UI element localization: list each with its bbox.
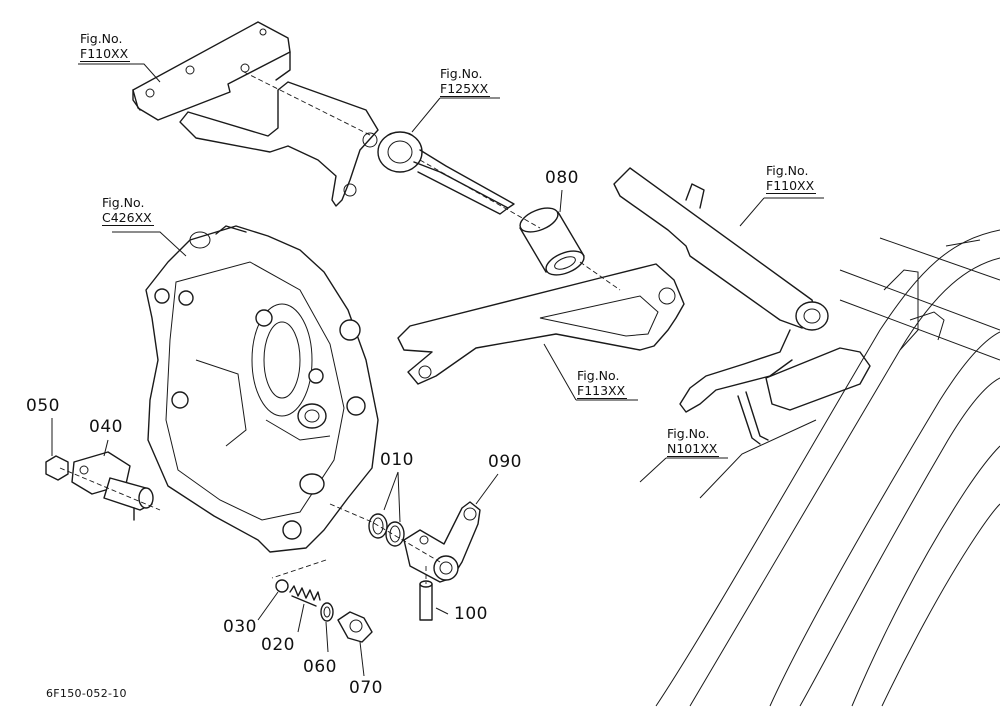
part-number-070: 070	[349, 678, 383, 698]
cover-040-part	[71, 451, 154, 521]
figure-ref-number: C426XX	[102, 210, 154, 226]
collar-080-part	[519, 207, 585, 276]
figure-ref-f125: Fig.No. F125XX	[440, 66, 491, 97]
figure-ref-prefix: Fig.No.	[102, 195, 145, 210]
figure-ref-c426: Fig.No. C426XX	[102, 195, 154, 226]
transmission-case-part	[145, 225, 379, 553]
figure-ref-number: F125XX	[440, 81, 491, 97]
pin-100-part	[419, 580, 433, 621]
figure-ref-n101: Fig.No. N101XX	[667, 426, 720, 457]
part-number-030: 030	[223, 617, 257, 637]
lever-090-part	[403, 501, 481, 583]
drawing-code: 6F150-052-10	[46, 687, 127, 700]
figure-ref-f110-right: Fig.No. F110XX	[766, 163, 817, 194]
spring-020-part	[289, 585, 321, 607]
figure-ref-f113: Fig.No. F113XX	[577, 368, 628, 399]
figure-ref-number: F113XX	[577, 383, 628, 399]
part-number-060: 060	[303, 657, 337, 677]
washer-060-part	[320, 602, 334, 622]
explosion-center-lines	[59, 159, 621, 584]
figure-ref-number: F110XX	[766, 178, 817, 194]
figure-ref-number: N101XX	[667, 441, 720, 457]
part-number-080: 080	[545, 168, 579, 188]
plug-070-part	[337, 611, 373, 643]
part-number-010: 010	[380, 450, 414, 470]
part-number-090: 090	[488, 452, 522, 472]
figure-ref-f110-top: Fig.No. F110XX	[80, 31, 131, 62]
part-number-040: 040	[89, 417, 123, 437]
part-number-050: 050	[26, 396, 60, 416]
top-bracket-part	[132, 21, 291, 121]
part-number-100: 100	[454, 604, 488, 624]
right-shaft-part	[613, 167, 829, 445]
ball-030-part	[275, 579, 289, 593]
part-number-020: 020	[261, 635, 295, 655]
figure-ref-prefix: Fig.No.	[440, 66, 483, 81]
collar-rod-part	[377, 131, 515, 215]
leader-lines	[51, 63, 824, 677]
figure-ref-prefix: Fig.No.	[667, 426, 710, 441]
background-panel-lines	[655, 229, 1000, 707]
figure-ref-prefix: Fig.No.	[766, 163, 809, 178]
plug-050-part	[45, 455, 69, 481]
figure-ref-prefix: Fig.No.	[80, 31, 123, 46]
figure-ref-prefix: Fig.No.	[577, 368, 620, 383]
upper-arm-part	[179, 71, 379, 207]
o-rings-010-part	[368, 513, 405, 547]
lever-part	[397, 263, 685, 385]
figure-ref-number: F110XX	[80, 46, 131, 62]
